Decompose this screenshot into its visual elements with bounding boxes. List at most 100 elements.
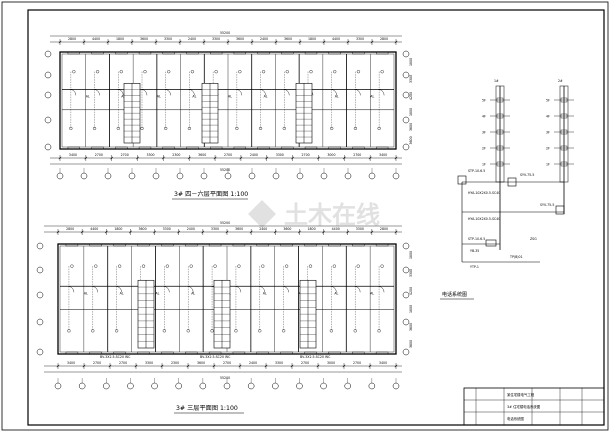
axis-bubble <box>247 382 255 390</box>
system-cable-label: HYA-10X2X0.5-SC40 <box>468 191 500 195</box>
axis-bubble <box>36 242 44 250</box>
upper-bottom-dimension: 3600 <box>198 153 206 157</box>
side-dimension: 4200 <box>409 287 413 295</box>
lower-top-dimension: 3600 <box>139 227 147 231</box>
floor-label: 3F <box>482 131 486 135</box>
system-cable-label: STP-10-6.5 <box>468 169 485 173</box>
floor-junction-box <box>496 129 504 135</box>
light-fixture-icon <box>143 70 147 74</box>
upper-outer-wall <box>59 51 397 150</box>
floor-label: 5F <box>482 99 486 103</box>
axis-bubble <box>152 172 160 180</box>
title-drawing: 3# 住宅楼电话系统图 <box>507 404 541 409</box>
cable-note: BV-3X2.5-SC20 WC <box>300 355 331 359</box>
room-panel-label: AL <box>264 94 268 98</box>
axis-bubble <box>402 266 410 274</box>
lower-top-dimension: 2800 <box>66 227 74 231</box>
upper-top-dimension: 1800 <box>308 37 316 41</box>
upper-plan-caption: 3# 四－六层平面图 1:100 <box>174 190 248 198</box>
floor-label: 5F <box>546 99 550 103</box>
light-fixture-icon <box>190 70 195 74</box>
light-fixture-icon <box>380 264 384 268</box>
upper-bottom-dimension: 3300 <box>276 153 284 157</box>
upper-bottom-dimension: 2700 <box>353 153 361 157</box>
axis-bubble <box>392 382 400 390</box>
lower-bottom-dimension: 2700 <box>353 361 361 365</box>
lower-top-dimension: 4400 <box>332 227 340 231</box>
room-panel-label: AL <box>334 291 338 295</box>
upper-top-dimension: 3600 <box>236 37 244 41</box>
axis-bubble <box>200 172 208 180</box>
axis-bubble <box>248 172 256 180</box>
room-panel-label: AL <box>192 94 196 98</box>
floor-label: 3F <box>546 131 550 135</box>
upper-top-dimension: 3300 <box>356 37 364 41</box>
upper-bottom-dimension: 2300 <box>172 153 180 157</box>
upper-top-dimension: 3600 <box>284 37 292 41</box>
upper-top-dimension: 1800 <box>116 37 124 41</box>
axis-bubble <box>344 172 352 180</box>
light-fixture-icon <box>308 264 313 268</box>
lower-outer-wall <box>57 243 397 355</box>
room-panel-label: AL <box>157 94 161 98</box>
lower-bottom-dimension: 3000 <box>327 361 335 365</box>
side-dimension: 1800 <box>409 251 413 259</box>
lower-top-dimension: 3300 <box>356 227 364 231</box>
upper-bottom-dimension: 3400 <box>379 153 387 157</box>
axis-bubble <box>44 50 52 58</box>
axis-bubble <box>344 382 351 390</box>
axis-bubble <box>44 143 52 151</box>
lower-total-dim-bottom: 55200 <box>220 376 230 380</box>
system-cable-label: YB-35 <box>470 249 479 253</box>
system-cable-label: SYV-75-5 <box>540 203 554 207</box>
light-fixture-icon <box>165 264 169 268</box>
room-panel-label: AL <box>84 291 88 295</box>
axis-bubble <box>36 348 44 356</box>
light-fixture-icon <box>237 264 241 268</box>
lower-bottom-dimension: 2700 <box>119 361 127 365</box>
floor-label: 4F <box>546 115 550 119</box>
axis-bubble <box>104 172 112 180</box>
floor-junction-box <box>496 97 504 103</box>
floor-label: 4F <box>482 115 486 119</box>
light-fixture-icon <box>94 264 98 268</box>
terminal-box <box>485 239 497 247</box>
watermark-text: 土木在线 <box>284 201 380 229</box>
upper-bottom-dimension: 2700 <box>224 153 232 157</box>
upper-top-dimension: 2800 <box>380 37 388 41</box>
lower-bottom-dimension: 2400 <box>249 361 257 365</box>
watermark: 土木在线 <box>248 200 380 229</box>
cable-note: BV-3X2.5-SC20 WC <box>200 355 231 359</box>
axis-bubble <box>392 172 400 180</box>
lower-top-dimension: 4400 <box>90 227 98 231</box>
lower-bottom-dimension: 2300 <box>171 361 179 365</box>
side-dimension: 3600 <box>409 323 413 331</box>
light-fixture-icon <box>70 264 74 268</box>
side-dimension: 3300 <box>409 75 413 83</box>
axis-bubble <box>36 266 44 274</box>
axis-bubble <box>402 143 410 151</box>
riser-label: 2# <box>558 79 563 83</box>
upper-bottom-dimension: 3300 <box>146 153 154 157</box>
lower-bottom-dimension: 3300 <box>275 361 283 365</box>
lower-top-dimension: 3300 <box>163 227 171 231</box>
system-caption: 电话系统图 <box>442 291 467 298</box>
light-fixture-icon <box>189 264 193 268</box>
floor-label: 1F <box>482 163 486 167</box>
axis-bubble <box>199 382 207 390</box>
axis-bubble <box>175 382 182 390</box>
light-fixture-icon <box>261 70 266 74</box>
side-dimension: 1800 <box>409 305 413 313</box>
distribution-box-3 <box>555 205 565 215</box>
room-panel-label: AL <box>191 291 195 295</box>
axis-bubble <box>44 91 52 99</box>
lower-bottom-dimension: 3400 <box>379 361 387 365</box>
axis-bubble <box>402 318 410 326</box>
light-fixture-icon <box>333 70 337 74</box>
floor-junction-box <box>496 161 504 167</box>
upper-top-dimension: 4400 <box>332 37 340 41</box>
room-panel-label: AL <box>370 291 374 295</box>
